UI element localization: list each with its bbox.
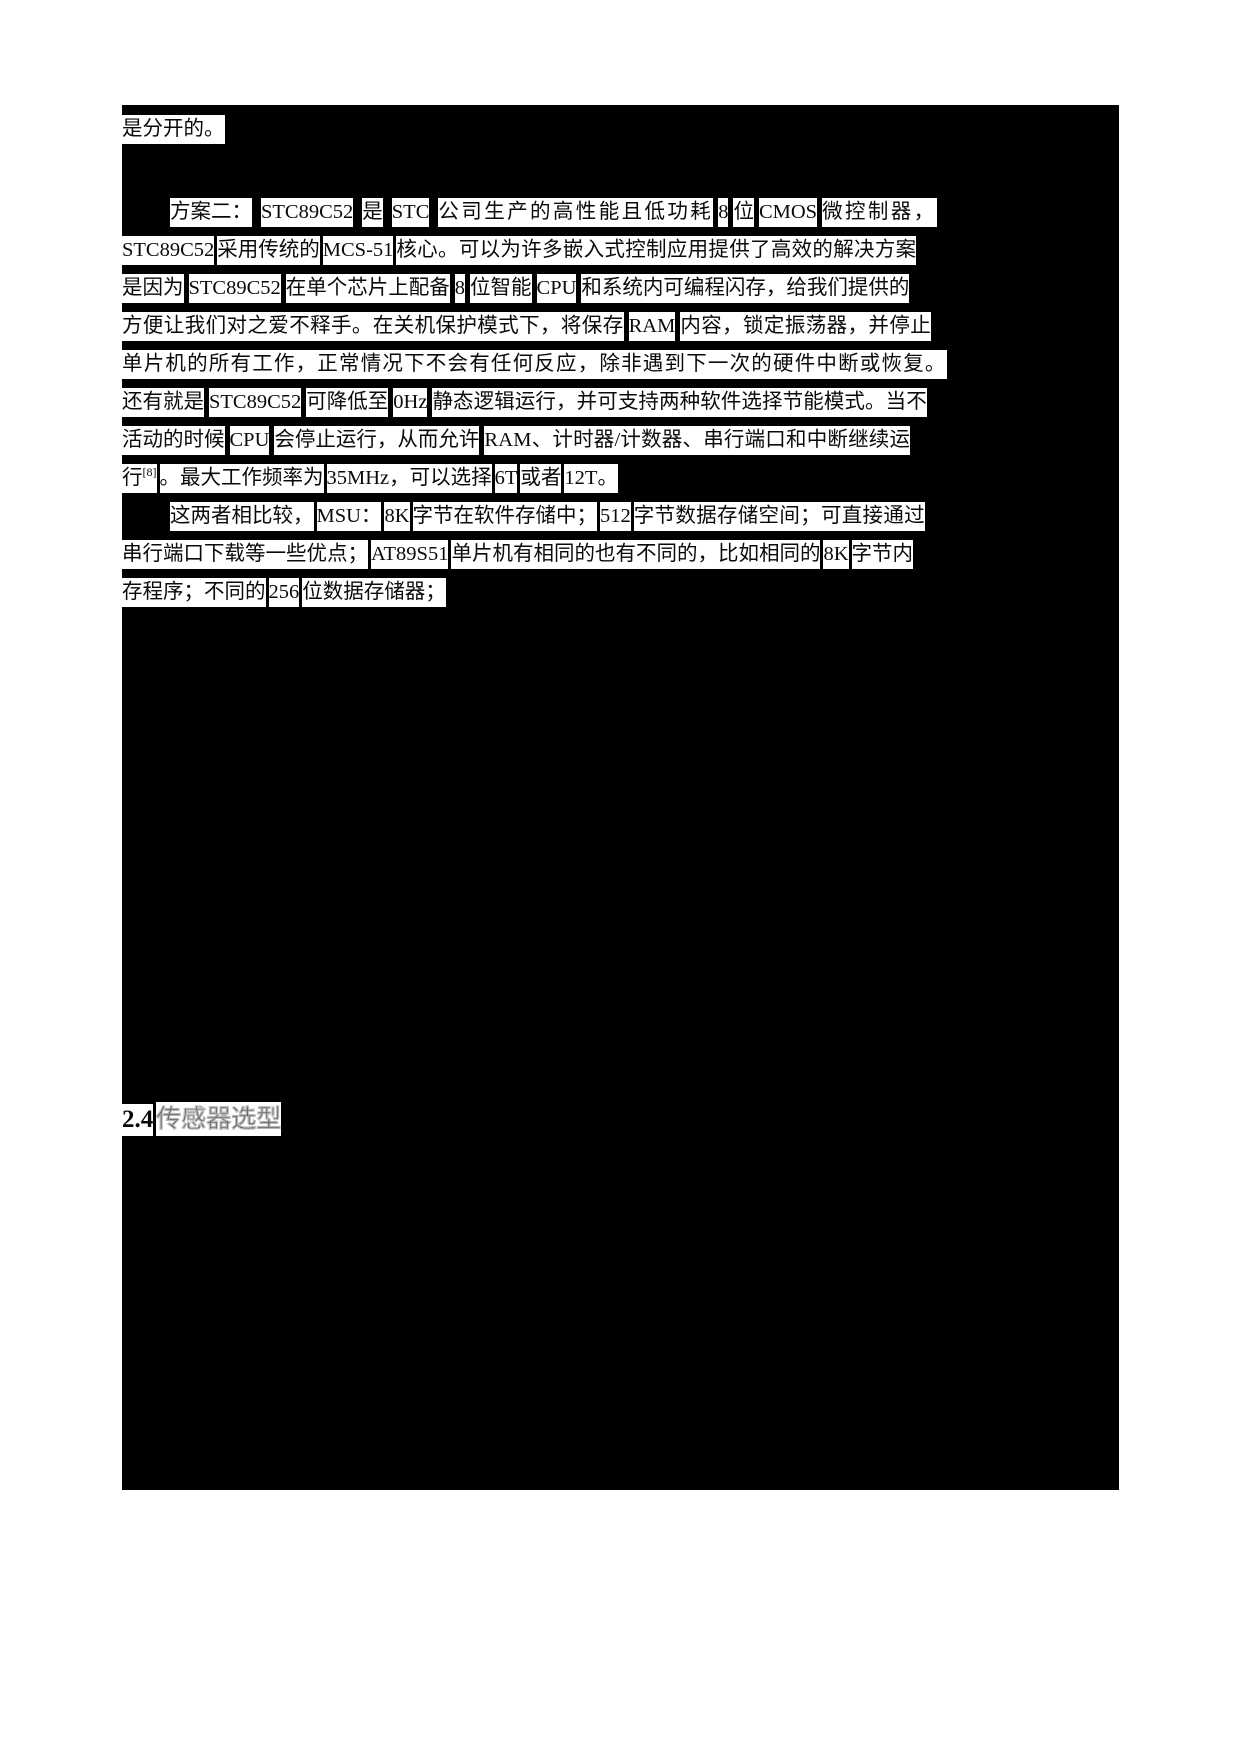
text-run: 8K: [384, 502, 410, 531]
text-run: 是分开的。: [122, 115, 225, 144]
text-run: 方案二：: [170, 198, 252, 227]
text-run: 公司生产的高性能且低功耗: [438, 198, 714, 227]
text-line: 单片机的所有工作，正常情况下不会有任何反应，除非遇到下一次的硬件中断或恢复。: [122, 345, 1119, 383]
text-run: 或者: [520, 464, 562, 493]
text-run: 可降低至: [306, 388, 389, 417]
text-run: 这两者相比较，: [170, 502, 314, 531]
text-run: 采用传统的: [217, 236, 320, 265]
text-run: 字节在软件存储中；: [412, 502, 597, 531]
heading-number: 2.4: [122, 1104, 154, 1136]
text-run: 512: [600, 502, 631, 531]
text-run: 核心。可以为许多嵌入式控制应用提供了高效的解决方案: [396, 236, 917, 265]
text-run: 是因为: [122, 274, 184, 303]
text-run: CPU: [536, 274, 577, 303]
text-run: 静态逻辑运行，并可支持两种软件选择节能模式。当不: [432, 388, 927, 417]
blank-region-bottom: [122, 1139, 1119, 1424]
text-run: 35MHz，可以选择: [326, 464, 492, 493]
text-run: AT89S51: [371, 540, 449, 569]
text-run: 微控制器，: [822, 198, 937, 227]
text-run: 在单个芯片上配备: [285, 274, 450, 303]
text-run: 字节数据存储空间；可直接通过: [633, 502, 925, 531]
text-run: 会停止运行，从而允许: [274, 426, 480, 455]
text-run: STC89C52: [209, 388, 302, 417]
text-run: 6T: [494, 464, 518, 493]
text-run: MSU：: [316, 502, 382, 531]
text-run: 0Hz: [393, 388, 428, 417]
text-run: 单片机的所有工作，正常情况下不会有任何反应，除非遇到下一次的硬件中断或恢复。: [122, 350, 947, 379]
paragraph-continuation: 是分开的。: [122, 105, 1119, 148]
text-run: 12T。: [564, 464, 618, 493]
text-run: STC89C52: [188, 274, 281, 303]
text-run: 方便让我们对之爱不释手。在关机保护模式下，将保存: [122, 312, 624, 341]
blank-region: [122, 611, 1119, 1099]
text-run: RAM、计时器/计数器、串行端口和中断继续运: [484, 426, 911, 455]
text-run: CPU: [229, 426, 270, 455]
text-run: 和系统内可编程闪存，给我们提供的: [581, 274, 910, 303]
text-run: RAM: [628, 312, 676, 341]
text-run: 8K: [823, 540, 849, 569]
text-run: 是: [362, 198, 383, 227]
text-run: 字节内: [851, 540, 914, 569]
text-run: 位: [733, 198, 754, 227]
text-fragment: 行: [122, 467, 143, 489]
heading-title: 传感器选型: [156, 1102, 281, 1136]
text-run: 256: [268, 578, 300, 607]
text-run: CMOS: [758, 198, 818, 227]
text-run: 单片机有相同的也有不同的，比如相同的: [451, 540, 821, 569]
footnote-reference: [8]: [142, 465, 157, 480]
text-run: 还有就是: [122, 388, 204, 417]
text-run: 位数据存储器；: [302, 578, 446, 607]
text-run: 内容，锁定振荡器，并停止: [680, 312, 932, 341]
text-run: 存程序；不同的: [122, 578, 266, 607]
text-run: 8: [454, 274, 466, 303]
text-run: 串行端口下载等一些优点；: [122, 540, 368, 569]
text-run: 。最大工作频率为: [159, 464, 324, 493]
text-run: 8: [718, 198, 729, 227]
text-run: 行[8]: [122, 464, 157, 493]
paragraph-gap: [122, 148, 1119, 193]
text-run: STC89C52: [122, 236, 215, 265]
text-run: 位智能: [470, 274, 532, 303]
text-run: MCS-51: [322, 236, 394, 265]
text-run: STC: [391, 198, 430, 227]
text-run: 活动的时候: [122, 426, 225, 455]
text-line: 是分开的。: [122, 110, 1119, 148]
text-run: STC89C52: [261, 198, 354, 227]
